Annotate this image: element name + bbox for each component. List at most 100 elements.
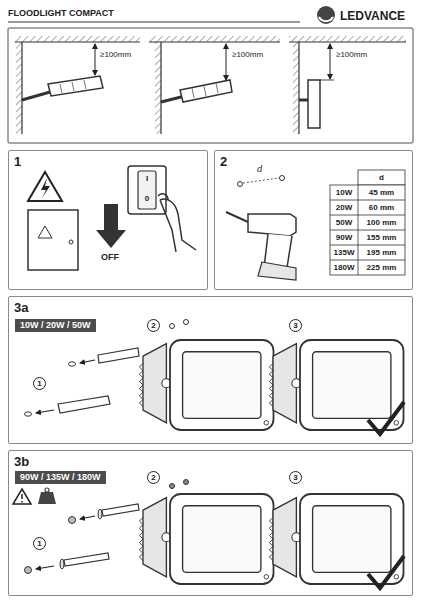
drill-drawing bbox=[243, 178, 279, 183]
table-cell: 180W bbox=[330, 260, 358, 275]
clearance-panel bbox=[8, 28, 413, 143]
page-title: FLOODLIGHT COMPACT bbox=[8, 8, 114, 19]
mounting-3a bbox=[139, 340, 273, 430]
table-cell: 60 mm bbox=[358, 200, 405, 215]
clearance-panel bbox=[8, 28, 413, 143]
callout-number: 3 bbox=[289, 471, 302, 484]
wattage-text: 10W / 20W / 50W bbox=[20, 320, 91, 331]
mounting-3a bbox=[58, 396, 110, 413]
mounting-3b bbox=[36, 566, 54, 569]
mounting-3a bbox=[69, 362, 76, 366]
table-cell: 225 mm bbox=[358, 260, 405, 275]
clearance-panel bbox=[226, 44, 227, 80]
clearance-panel bbox=[60, 80, 86, 93]
mounting-3a bbox=[25, 320, 405, 435]
callout-text: 2 bbox=[151, 322, 155, 330]
drill-drawing bbox=[258, 262, 296, 280]
clearance-panel bbox=[330, 44, 331, 79]
header bbox=[317, 6, 335, 24]
wattage-band: 10W / 20W / 50W bbox=[15, 319, 96, 332]
mounting-3b bbox=[368, 556, 404, 588]
clearance-panel bbox=[299, 99, 308, 102]
mounting-3a bbox=[36, 410, 54, 413]
header bbox=[8, 6, 335, 24]
mounting-3b bbox=[170, 484, 175, 489]
mounting-3b bbox=[60, 559, 64, 569]
drill-table bbox=[330, 185, 405, 275]
mounting-3b bbox=[13, 489, 31, 504]
step-number: 2 bbox=[220, 154, 227, 169]
callout-text: 1 bbox=[37, 380, 41, 388]
dimension: d bbox=[257, 164, 262, 175]
step-panel: 3a10W / 20W / 50W123 bbox=[8, 296, 413, 444]
mounting-3b bbox=[269, 494, 403, 584]
callout-number: 2 bbox=[147, 471, 160, 484]
clearance-panel bbox=[149, 36, 280, 42]
table-cell: 135W bbox=[330, 245, 358, 260]
mounting-3b bbox=[184, 480, 189, 485]
mounting-3b bbox=[139, 494, 273, 584]
drill-drawing bbox=[280, 176, 285, 181]
power-off-drawing bbox=[28, 172, 62, 201]
callout-text: 1 bbox=[37, 540, 41, 548]
mounting-3b bbox=[102, 504, 139, 516]
clearance-panel bbox=[149, 42, 280, 134]
drill-table bbox=[358, 170, 405, 185]
drill-table bbox=[330, 170, 405, 275]
mounting-3b bbox=[25, 567, 32, 574]
power-off-drawing bbox=[158, 194, 168, 200]
mounting-3b bbox=[45, 488, 49, 492]
drill-drawing bbox=[226, 212, 248, 222]
mounting-3a bbox=[184, 320, 189, 325]
wattage-band: 90W / 135W / 180W bbox=[15, 471, 106, 484]
mounting-3b bbox=[21, 494, 23, 503]
table-cell: 20W bbox=[330, 200, 358, 215]
power-off-drawing bbox=[160, 199, 196, 252]
clearance-panel bbox=[15, 42, 140, 134]
step-panel: 3b 90W / 135W / 180W 1 2 3 bbox=[8, 450, 413, 596]
clearance-panel bbox=[180, 80, 232, 102]
table-cell: 90W bbox=[330, 230, 358, 245]
power-off-drawing bbox=[138, 171, 156, 209]
mounting-3a bbox=[80, 360, 95, 363]
drill-table bbox=[330, 185, 405, 275]
clearance-panel bbox=[22, 92, 50, 100]
callout-number: 3 bbox=[289, 319, 302, 332]
clearance-panel bbox=[320, 80, 334, 81]
mounting-3b bbox=[69, 517, 76, 524]
clearance-panel bbox=[15, 36, 140, 42]
clearance-panel bbox=[308, 80, 320, 128]
clearance-panel bbox=[155, 42, 161, 134]
switch-mark: 0 bbox=[138, 194, 156, 204]
step-number: 3b bbox=[14, 454, 29, 469]
mounting-3b bbox=[80, 516, 95, 519]
power-off-drawing bbox=[28, 166, 196, 270]
callout-number: 1 bbox=[33, 377, 46, 390]
dimension: ≥100mm bbox=[336, 50, 367, 60]
clearance-panel bbox=[289, 36, 406, 42]
power-off-drawing bbox=[128, 166, 166, 214]
clearance-panel bbox=[95, 44, 96, 75]
power-off-drawing bbox=[28, 210, 78, 270]
table-cell: 50W bbox=[330, 215, 358, 230]
callout-text: 2 bbox=[151, 474, 155, 482]
drill-drawing bbox=[248, 214, 296, 236]
clearance-panel bbox=[16, 42, 22, 134]
dimension: ≥100mm bbox=[232, 50, 263, 60]
drill-drawing bbox=[226, 176, 296, 281]
table-cell: 195 mm bbox=[358, 245, 405, 260]
switch-state: OFF bbox=[101, 252, 119, 263]
power-off-drawing bbox=[41, 178, 50, 198]
dimension: ≥100mm bbox=[100, 50, 131, 60]
mounting-3b bbox=[98, 509, 102, 519]
callout-number: 1 bbox=[33, 537, 46, 550]
brand-logo: LEDVANCE bbox=[340, 9, 405, 23]
mounting-3a bbox=[368, 402, 404, 434]
mounting-3a bbox=[98, 348, 139, 363]
step-number: 1 bbox=[14, 154, 21, 169]
step-panel: 1 bbox=[8, 150, 208, 290]
mounting-3a bbox=[25, 412, 32, 416]
table-cell: 100 mm bbox=[358, 215, 405, 230]
